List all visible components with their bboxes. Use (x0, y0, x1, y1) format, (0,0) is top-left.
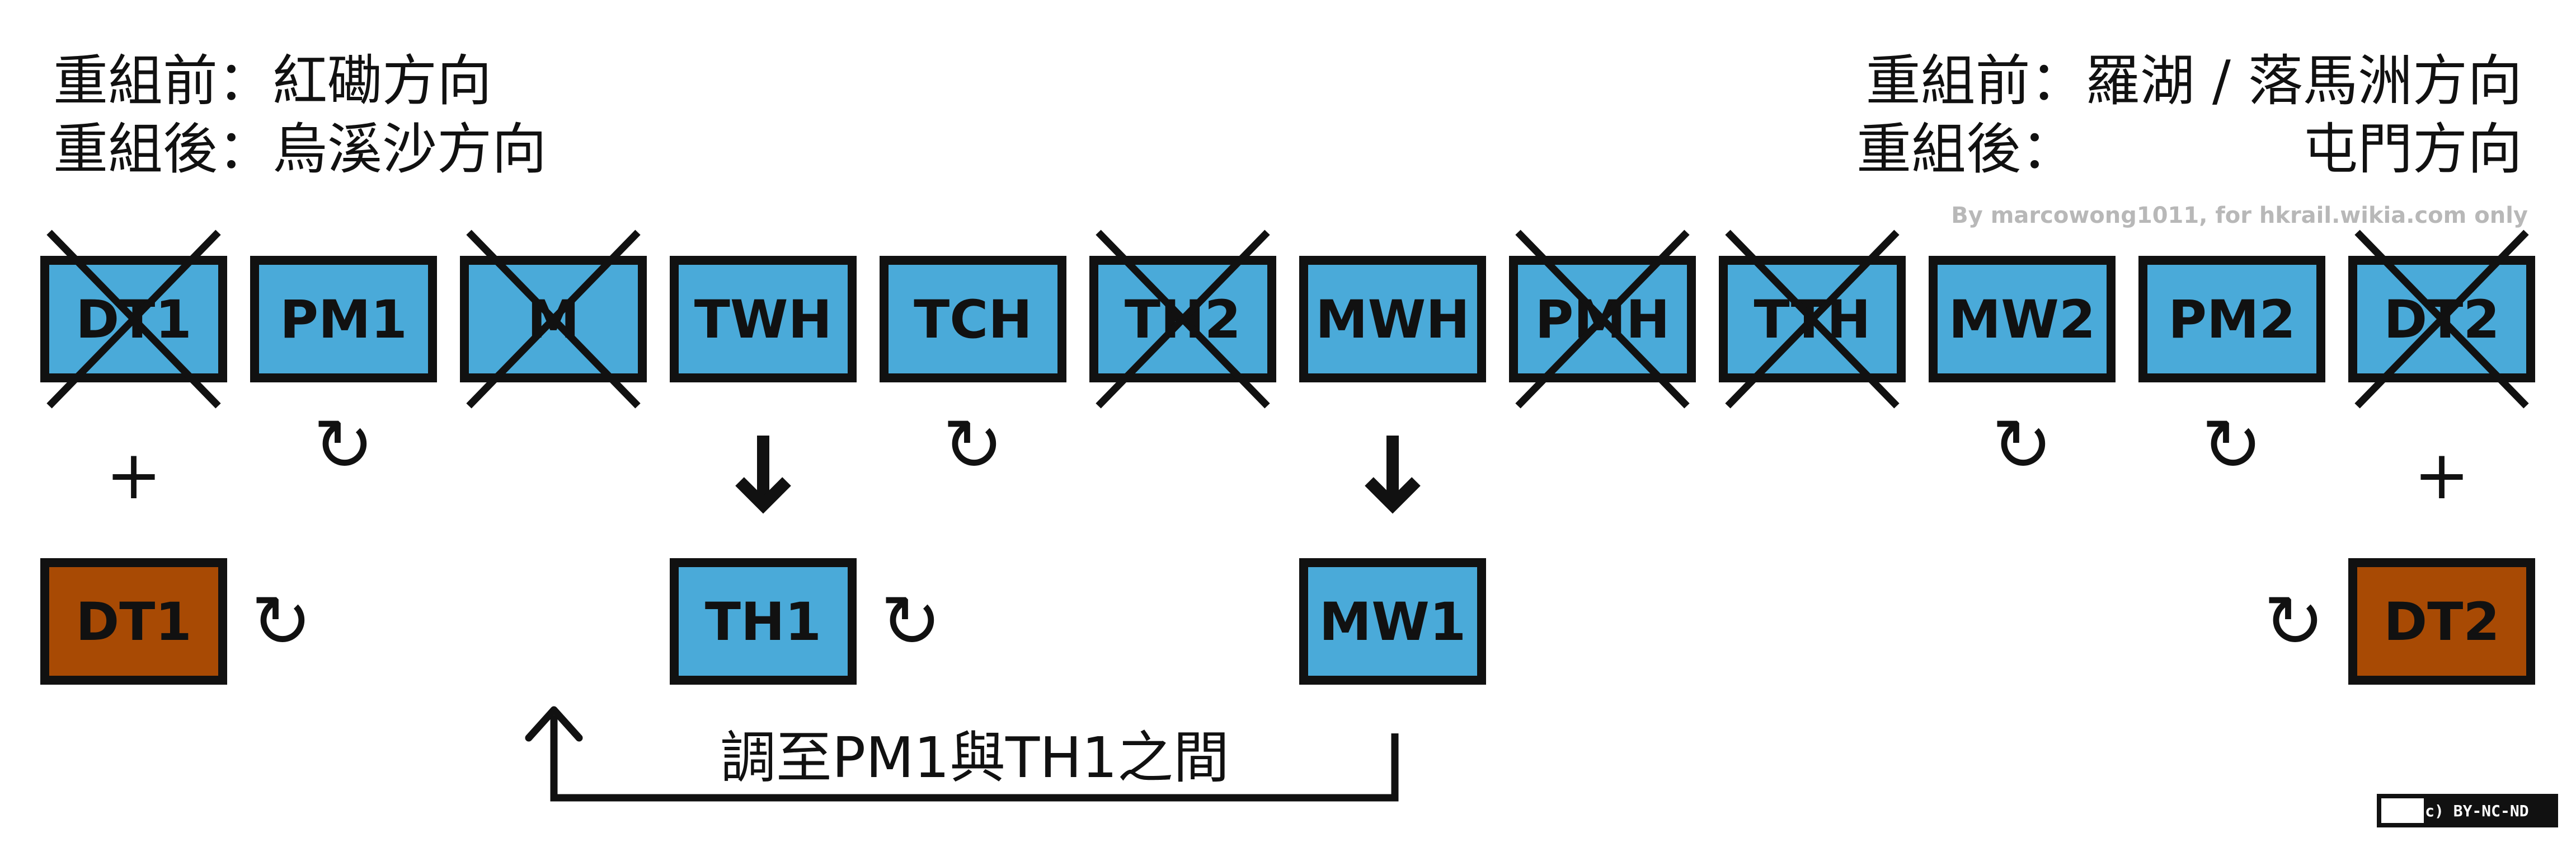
car-label: TCH (914, 289, 1032, 350)
car-pmh: PMH (1509, 230, 1696, 409)
car-box (880, 256, 1066, 382)
down-arrow-icon (1365, 436, 1421, 514)
transition-symbols-row: + ↻ ↻ ↻ ↻ + (106, 403, 2470, 514)
car-box (2348, 256, 2535, 382)
cc-license-badge: (cc) BY-NC-ND (2377, 794, 2558, 827)
car-box (670, 558, 857, 685)
car-label: MW2 (1949, 289, 2096, 350)
rotate-icon: ↻ (251, 579, 312, 664)
new-car-th1: TH1 ↻ (670, 558, 942, 685)
heading-left-before: 重組前：紅磡方向 (53, 49, 492, 113)
car-twh: TWH (670, 256, 857, 382)
rotate-icon: ↻ (2202, 403, 2263, 488)
removed-cross-icon (1096, 230, 1270, 409)
car-box (1299, 558, 1486, 685)
car-label: MW1 (1319, 592, 1466, 653)
plus-icon: + (2414, 437, 2470, 514)
credit-text: By marcowong1011, for hkrail.wikia.com o… (1951, 203, 2528, 228)
rotate-icon: ↻ (881, 579, 942, 664)
car-mwh: MWH (1299, 256, 1486, 382)
car-box (40, 256, 227, 382)
car-label: TH1 (705, 592, 821, 653)
car-box (670, 256, 857, 382)
car-label: PM2 (2168, 289, 2296, 350)
move-bracket-arrow (525, 706, 1399, 802)
car-label: DT2 (2384, 592, 2500, 653)
removed-cross-icon (1725, 230, 1900, 409)
car-pm1: PM1 (250, 256, 437, 382)
car-label: PM1 (280, 289, 407, 350)
car-box (2348, 558, 2535, 685)
car-pm2: PM2 (2138, 256, 2325, 382)
plus-icon: + (106, 437, 162, 514)
car-box (40, 558, 227, 685)
car-dt2: DT2 (2348, 230, 2535, 409)
car-label: DT1 (76, 592, 192, 653)
rotate-icon: ↻ (1992, 403, 2053, 488)
removed-cross-icon (466, 230, 641, 409)
move-note-text: 調至PM1與TH1之間 (720, 725, 1229, 790)
car-box (250, 256, 437, 382)
heading-right-after-value: 屯門方向 (2303, 118, 2522, 181)
removed-cross-icon (46, 230, 221, 409)
car-mw2: MW2 (1929, 256, 2116, 382)
heading-right-before: 重組前：羅湖 / 落馬洲方向 (1866, 49, 2522, 113)
new-car-dt1: DT1 ↻ (40, 558, 312, 685)
new-car-dt2: DT2 ↻ (2264, 558, 2535, 685)
car-box (2138, 256, 2325, 382)
heading-right-after-label: 重組後： (1856, 118, 2076, 181)
car-label: MWH (1315, 289, 1470, 350)
removed-cross-icon (1515, 230, 1690, 409)
heading-left-after: 重組後：烏溪沙方向 (53, 118, 547, 181)
car-th2: TH2 (1089, 230, 1276, 409)
car-box (1929, 256, 2116, 382)
new-car-mw1: MW1 (1299, 558, 1486, 685)
rotate-icon: ↻ (943, 403, 1004, 488)
removed-cross-icon (2354, 230, 2529, 409)
car-m: M (460, 230, 647, 409)
car-label: TWH (694, 289, 832, 350)
car-tch: TCH (880, 256, 1066, 382)
before-formation-row: DT1 PM1 M TWH TCH TH2 MWH PMHTTH MW2 PM2 DT2 (40, 230, 2535, 409)
license-text: (cc) BY-NC-ND (2406, 802, 2528, 820)
rotate-icon: ↻ (2264, 579, 2325, 664)
down-arrow-icon (735, 436, 791, 514)
car-box (1299, 256, 1486, 382)
after-formation-row: DT1 ↻ TH1 ↻ MW1 DT2 ↻ (40, 558, 2535, 685)
car-tth: TTH (1719, 230, 1906, 409)
car-dt1: DT1 (40, 230, 227, 409)
rotate-icon: ↻ (313, 403, 374, 488)
